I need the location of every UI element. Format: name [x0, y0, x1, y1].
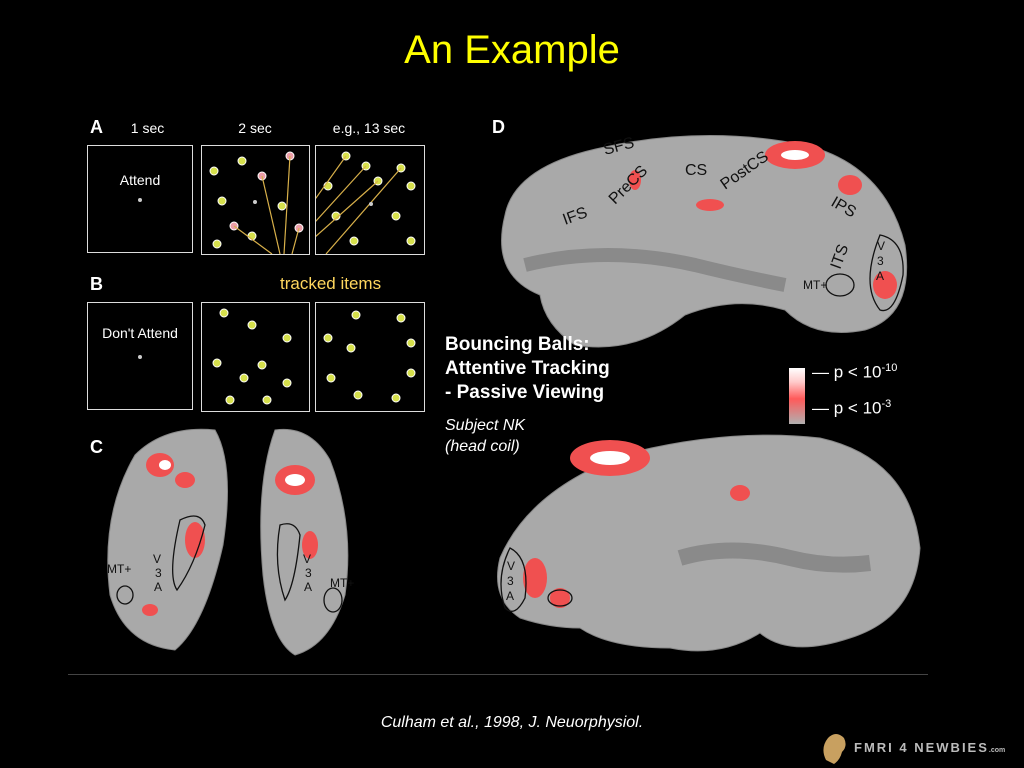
label-3-medial: 3	[507, 574, 514, 588]
attend-frame: Attend	[87, 145, 193, 253]
ball	[277, 201, 287, 211]
panel-c-letter: C	[90, 437, 103, 457]
label-v: V	[877, 239, 885, 253]
label-mt-right: MT+	[330, 576, 354, 590]
subject-line-2: (head coil)	[445, 438, 520, 455]
label-3-right: 3	[305, 566, 312, 580]
posterior-brain-views: MT+ V 3 A V 3 A MT+	[107, 428, 354, 656]
passive-frame-2sec	[201, 302, 310, 412]
slide-title: An Example	[404, 28, 620, 72]
label-v-left: V	[153, 552, 161, 566]
panel-b-letter: B	[90, 274, 103, 294]
label-mt: MT+	[803, 278, 827, 292]
brand-logo: FMRI 4 NEWBIES.com	[818, 730, 1018, 766]
dont-attend-frame: Don't Attend	[87, 302, 193, 410]
lateral-brain-view: SFS PreCS CS PostCS IFS IPS ITS V 3 A MT…	[501, 134, 908, 348]
citation: Culham et al., 1998, J. Neuorphysiol.	[380, 714, 644, 731]
ball	[217, 196, 227, 206]
passive-frame-13sec	[315, 302, 425, 412]
divider	[68, 674, 928, 675]
ball	[212, 239, 222, 249]
label-v-right: V	[303, 552, 311, 566]
label-a-right: A	[304, 580, 312, 594]
tracking-frame-2sec	[201, 145, 310, 255]
panel-d-letter: D	[492, 117, 505, 137]
label-mt-left: MT+	[107, 562, 131, 576]
fixation-dot	[138, 355, 142, 359]
tracked-items-label: tracked items	[280, 274, 382, 293]
p-high-label: — p < 10-10	[812, 362, 898, 382]
label-a-left: A	[154, 580, 162, 594]
dont-attend-text: Don't Attend	[102, 325, 178, 341]
subject-info: Subject NK (head coil)	[445, 415, 525, 457]
attend-text: Attend	[119, 172, 161, 188]
legend-line-1: Bouncing Balls:	[445, 334, 590, 355]
brand-text: FMRI 4 NEWBIES.com	[854, 740, 1006, 755]
tracking-lines	[233, 155, 300, 254]
legend-line-2: Attentive Tracking	[445, 358, 610, 379]
subject-line-1: Subject NK	[445, 417, 526, 434]
head-logo-icon	[823, 734, 846, 764]
label-3-left: 3	[155, 566, 162, 580]
panel-a-letter: A	[90, 117, 103, 137]
fixation-dot	[138, 198, 142, 202]
legend-line-3: - Passive Viewing	[445, 382, 605, 403]
ball-group	[209, 151, 304, 249]
figure: A 1 sec 2 sec e.g., 13 sec Attend	[80, 100, 940, 670]
time-label-1: 1 sec	[130, 120, 165, 136]
ball	[209, 166, 219, 176]
label-3: 3	[877, 254, 884, 268]
label-a-medial: A	[506, 589, 514, 603]
ball	[237, 156, 247, 166]
time-label-3: e.g., 13 sec	[332, 120, 406, 136]
label-v-medial: V	[507, 559, 515, 573]
label-a: A	[876, 269, 884, 283]
p-low-label: — p < 10-3	[812, 398, 892, 418]
tracking-frame-13sec	[315, 145, 425, 255]
medial-brain-view: V 3 A	[497, 434, 921, 652]
time-label-2: 2 sec	[238, 120, 272, 136]
legend-title: Bouncing Balls: Attentive Tracking - Pas…	[445, 333, 610, 405]
p-value-colorbar	[789, 368, 805, 424]
label-cs: CS	[685, 162, 707, 179]
